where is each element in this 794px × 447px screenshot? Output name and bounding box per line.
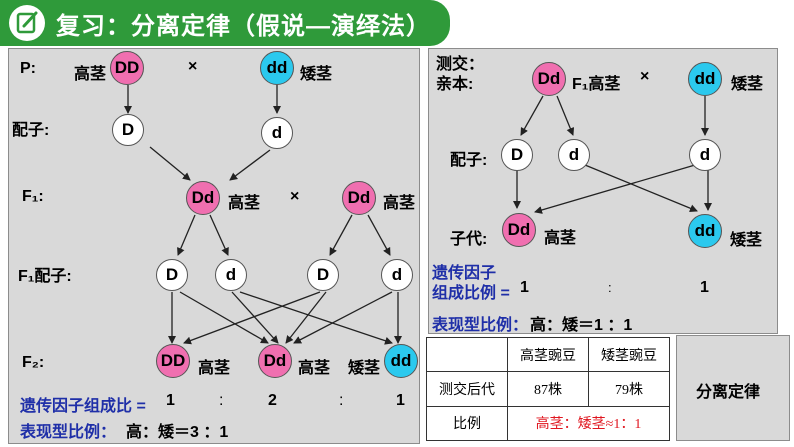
genotype-ratio-1: 1 <box>166 392 175 409</box>
p-label: P: <box>20 60 36 77</box>
f1-cross-symbol: × <box>290 188 300 205</box>
testcross-phenotype-value: 高：矮＝1 ：1 <box>530 317 633 334</box>
table-header-cell <box>426 336 508 373</box>
law-panel <box>676 335 790 441</box>
edit-icon <box>9 5 45 41</box>
f1-gamete-D-2: D <box>307 259 339 291</box>
p-short-label: 矮茎 <box>300 66 333 83</box>
testcross-label: 测交： <box>436 56 485 73</box>
table-header-cell: 高茎豌豆 <box>507 336 589 373</box>
f2-DD: DD <box>156 344 190 378</box>
f1-gamete-D-1: D <box>156 259 188 291</box>
gamete-label: 配子: <box>12 122 50 139</box>
phenotype-ratio-value: 高：矮＝3 ：1 <box>126 424 229 441</box>
table-cell: 87株 <box>507 371 589 407</box>
table-header-cell: 矮茎豌豆 <box>588 336 670 373</box>
right-panel <box>428 48 778 334</box>
f1-gamete-label: F₁配子: <box>18 268 72 285</box>
genotype-ratio-2: 2 <box>268 392 277 409</box>
genotype-ratio-3: 1 <box>396 392 405 409</box>
table-cell: 79株 <box>588 371 670 407</box>
f2-dd: dd <box>384 344 418 378</box>
f2-a-label: 高茎 <box>198 360 231 377</box>
phenotype-ratio-label: 表现型比例： <box>20 424 117 441</box>
page-title: 复习：分离定律（假说—演绎法） <box>56 13 431 40</box>
cross-symbol: × <box>188 58 198 75</box>
testcross-genotype-label-1: 遗传因子 <box>432 265 497 282</box>
testcross-parent-a-label: F₁高茎 <box>572 76 621 93</box>
testcross-genotype-label-2: 组成比例 = <box>432 285 510 302</box>
f2-label: F₂: <box>22 354 45 371</box>
f2-Dd: Dd <box>258 344 292 378</box>
f1-a-label: 高茎 <box>228 195 261 212</box>
offspring-dd: dd <box>688 214 722 248</box>
parent-DD: DD <box>110 51 144 85</box>
p-tall-label: 高茎 <box>74 66 107 83</box>
f1-Dd-b: Dd <box>342 181 376 215</box>
genotype-ratio-label: 遗传因子组成比 = <box>20 398 146 415</box>
gamete-D: D <box>112 114 144 146</box>
offspring-label: 子代: <box>450 231 488 248</box>
f1-b-label: 高茎 <box>383 195 416 212</box>
law-label: 分离定律 <box>696 384 761 401</box>
testcross-gamete-D: D <box>501 139 533 171</box>
f2-b-label: 高茎 <box>298 360 331 377</box>
f1-gamete-d-1: d <box>215 259 247 291</box>
testcross-gamete-d-1: d <box>558 139 590 171</box>
parent-label: 亲本: <box>436 76 474 93</box>
testcross-genotype-sep: : <box>608 280 612 295</box>
table-ratio-cell: 高茎：矮茎≈1：1 <box>507 405 670 442</box>
table-cell: 测交后代 <box>426 371 508 407</box>
offspring-Dd: Dd <box>502 213 536 247</box>
testcross-phenotype-label: 表现型比例： <box>432 317 529 334</box>
testcross-genotype-2: 1 <box>700 279 709 296</box>
testcross-parent-Dd: Dd <box>532 62 566 96</box>
table-row: 比例 高茎：矮茎≈1：1 <box>426 405 670 442</box>
table-row: 测交后代 87株 79株 <box>426 371 670 407</box>
testcross-cross-symbol: × <box>640 68 650 85</box>
f1-gamete-d-2: d <box>381 259 413 291</box>
gamete-d: d <box>261 117 293 149</box>
f2-c-label: 矮茎 <box>348 360 381 377</box>
f1-Dd-a: Dd <box>186 181 220 215</box>
genotype-ratio-sep-2: : <box>339 392 344 409</box>
testcross-genotype-1: 1 <box>520 279 529 296</box>
parent-dd: dd <box>260 51 294 85</box>
testcross-gamete-label: 配子: <box>450 152 488 169</box>
left-panel <box>8 48 420 444</box>
table-row: 高茎豌豆 矮茎豌豆 <box>426 336 670 373</box>
testcross-gamete-d-2: d <box>689 139 721 171</box>
f1-label: F₁: <box>22 188 44 205</box>
table-cell: 比例 <box>426 405 508 442</box>
offspring-b-label: 矮茎 <box>730 232 763 249</box>
title-bar: 复习：分离定律（假说—演绎法） <box>0 0 450 46</box>
testcross-results-table: 高茎豌豆 矮茎豌豆 测交后代 87株 79株 比例 高茎：矮茎≈1：1 <box>426 336 670 442</box>
offspring-a-label: 高茎 <box>544 230 577 247</box>
testcross-parent-b-label: 矮茎 <box>731 76 764 93</box>
genotype-ratio-sep-1: : <box>219 392 224 409</box>
testcross-parent-dd: dd <box>688 62 722 96</box>
